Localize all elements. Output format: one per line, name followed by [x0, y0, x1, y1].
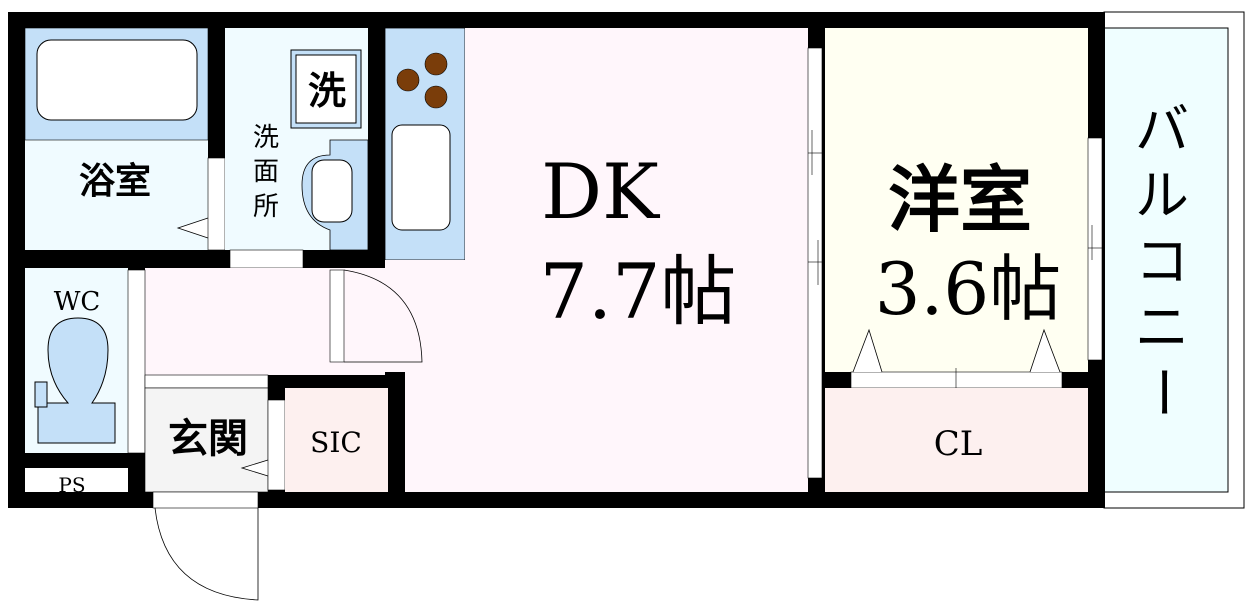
closet-label: CL: [934, 424, 983, 464]
washbasin: [311, 159, 353, 223]
bath-door-arrow-icon: [176, 217, 209, 239]
toilet-tank: [34, 381, 48, 408]
balcony-label-char: ー: [1131, 365, 1194, 419]
dk-room: [385, 260, 465, 372]
washer-label: 洗: [308, 68, 346, 113]
toilet: [37, 317, 116, 444]
balcony-label-char: バ: [1135, 98, 1189, 161]
burner-icon: [424, 85, 448, 109]
closet: [825, 388, 1088, 492]
closet-door-arrow-icon: [1029, 328, 1061, 373]
dk-lower: [405, 372, 465, 492]
closet-door[interactable]: [850, 371, 1063, 389]
ps-label: PS: [58, 473, 85, 497]
sic-door[interactable]: [267, 399, 286, 491]
entrance-door-swing: [154, 507, 259, 601]
dk-room-main: [465, 28, 808, 492]
dk-door-swing: [343, 269, 423, 363]
bath-door[interactable]: [207, 157, 226, 251]
western-room-label: 洋室: [888, 157, 1032, 242]
entrance: [144, 387, 269, 493]
closet-door-arrow-icon: [852, 328, 883, 373]
washer-inner: [295, 54, 357, 124]
ps-space: [25, 468, 128, 492]
bathtub: [36, 39, 198, 121]
sic-room: [285, 388, 388, 492]
sic-door-arrow-icon: [240, 459, 269, 477]
entrance-door[interactable]: [152, 491, 259, 509]
entrance-step: [144, 374, 269, 389]
dk-label: DK: [541, 147, 660, 236]
washroom-door[interactable]: [229, 249, 304, 269]
kitchen-sink: [391, 124, 451, 231]
washroom-label-char: 所: [253, 192, 279, 222]
washroom-label-char: 洗: [253, 123, 279, 153]
western-room: [825, 28, 1088, 372]
western-room-size: 3.6帖: [875, 247, 1062, 331]
wc-sliding-door[interactable]: [127, 269, 146, 454]
sic-label: SIC: [310, 426, 362, 459]
balcony-label-char: コ: [1135, 230, 1189, 293]
hallway: [145, 268, 385, 375]
balcony-label-char: ニ: [1135, 296, 1189, 359]
dk-door[interactable]: [329, 269, 345, 363]
burner-icon: [396, 68, 420, 92]
balcony: [1103, 27, 1229, 493]
balcony-window[interactable]: [1087, 137, 1103, 361]
entrance-label: 玄関: [168, 415, 248, 462]
dk-size: 7.7帖: [540, 247, 737, 336]
dk-western-partition[interactable]: [807, 47, 823, 479]
wc-label: WC: [54, 287, 101, 317]
burner-icon: [424, 52, 448, 76]
bath-label: 浴室: [79, 160, 151, 202]
washroom-label-char: 面: [253, 157, 279, 187]
balcony-label-char: ル: [1135, 164, 1189, 227]
